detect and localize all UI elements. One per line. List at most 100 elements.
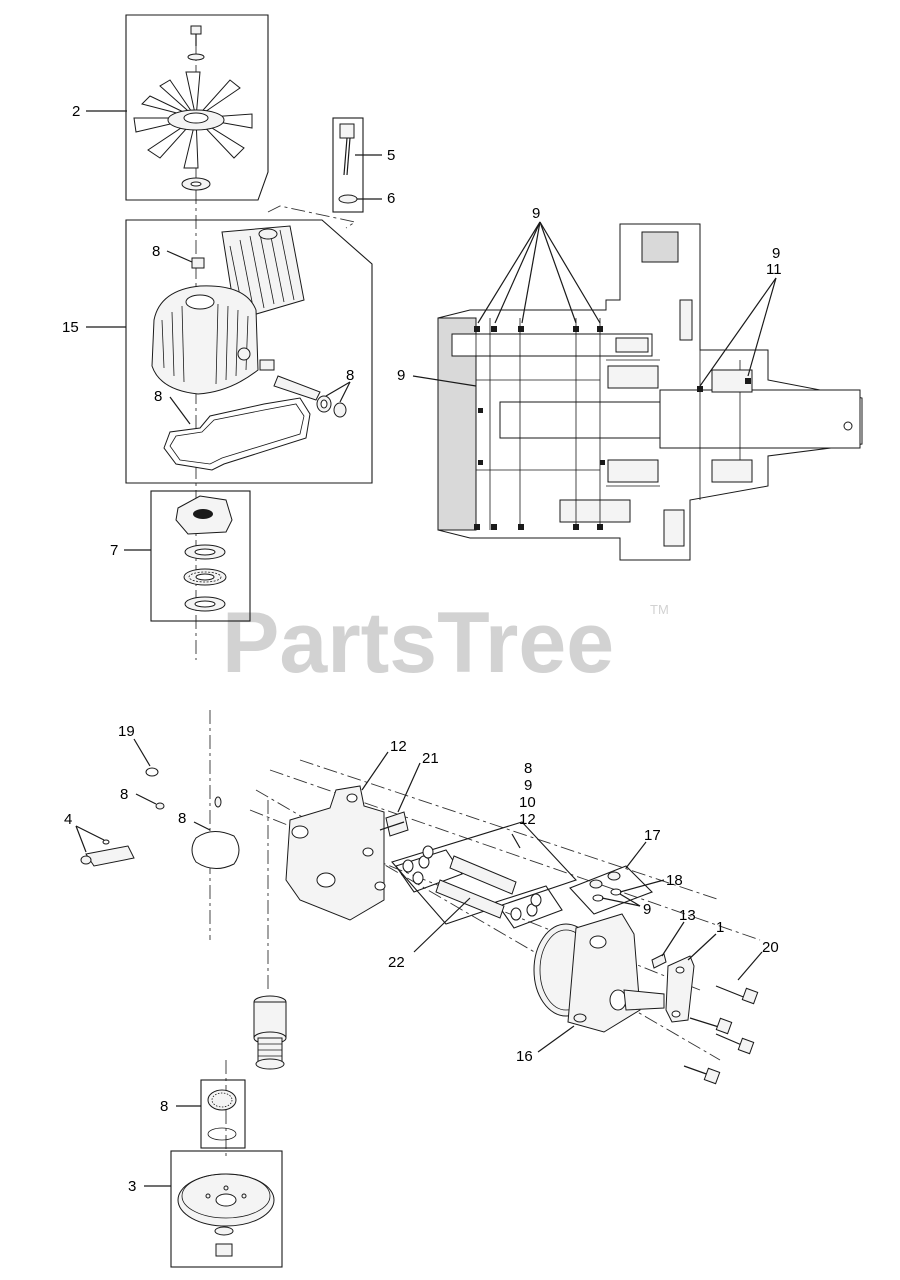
bearing-8-frame [200, 1079, 246, 1149]
pulley-3-group[interactable]: 3 [128, 1150, 283, 1268]
callout-9-charge[interactable]: 9 [643, 901, 651, 918]
fan-assembly-group[interactable]: 2 [72, 14, 269, 201]
housing-dome [151, 285, 259, 395]
housing-nut [191, 257, 205, 269]
control-arm [665, 955, 695, 1023]
bearing-8-group[interactable]: 8 [160, 1079, 246, 1149]
callout-16[interactable]: 16 [516, 1048, 533, 1065]
callout-grp-8[interactable]: 8 [524, 760, 532, 777]
fan-bolt-head [190, 25, 202, 35]
callout-12-center[interactable]: 12 [390, 738, 407, 755]
callout-grp-10[interactable]: 10 [519, 794, 536, 811]
bypass-lever [85, 845, 135, 867]
watermark-trademark: TM [650, 602, 669, 617]
bolt-20-d [683, 1065, 721, 1085]
check-valve-lower [435, 879, 505, 919]
dipstick-cap [339, 123, 355, 139]
center-section-12-group[interactable]: 12 [285, 738, 407, 921]
callout-9-left[interactable]: 9 [397, 367, 405, 384]
callout-2[interactable]: 2 [72, 103, 80, 120]
housing-section-outline [437, 223, 863, 561]
pulley-washer [214, 1226, 234, 1236]
bolts-20-group[interactable]: 20 [683, 939, 779, 1085]
callout-13[interactable]: 13 [679, 907, 696, 924]
control-arm-1-group[interactable]: 1 [665, 919, 724, 1023]
filter-element [253, 995, 287, 1070]
control-shaft [273, 375, 321, 401]
check-valve-22-group[interactable]: 22 [388, 897, 471, 971]
output-shaft [659, 389, 861, 449]
fan-box-frame [125, 14, 269, 201]
dipstick-group[interactable]: 5 6 [332, 117, 395, 213]
callout-11[interactable]: 11 [766, 261, 782, 278]
callout-22[interactable]: 22 [388, 954, 405, 971]
housing-shaft-boss [259, 359, 275, 371]
seal-kit-group[interactable]: 8 9 10 12 [391, 760, 577, 929]
callout-15[interactable]: 15 [62, 319, 79, 336]
o-ring-8-large-group[interactable]: 8 [178, 796, 240, 869]
callout-8-gasket[interactable]: 8 [154, 388, 162, 405]
pump-housing-16-group[interactable]: 16 [516, 913, 665, 1065]
charge-kit-frame [569, 865, 653, 915]
housing-box-frame [125, 219, 373, 484]
callout-19[interactable]: 19 [118, 723, 135, 740]
housing-group[interactable]: 15 8 8 8 [62, 219, 373, 484]
dipstick-box-frame [332, 117, 364, 213]
callout-5[interactable]: 5 [387, 147, 395, 164]
center-section-block [285, 785, 385, 921]
callout-grp-9[interactable]: 9 [524, 777, 532, 794]
dipstick-o-ring [338, 194, 358, 204]
check-valve-upper [449, 855, 517, 895]
callout-3[interactable]: 3 [128, 1178, 136, 1195]
callout-grp-12[interactable]: 12 [519, 811, 536, 828]
housing-gasket [163, 397, 311, 471]
watermark-text: PartsTree [222, 595, 614, 691]
watermark: PartsTree TM [222, 595, 669, 691]
center-shaft [499, 401, 667, 439]
fan-washer [187, 53, 205, 61]
bolt-21-group[interactable]: 21 [379, 750, 439, 837]
callout-20[interactable]: 20 [762, 939, 779, 956]
callout-8-seal[interactable]: 8 [346, 367, 354, 384]
callout-8-nut[interactable]: 8 [152, 243, 160, 260]
cooling-fan [133, 71, 253, 169]
washer-8-small-group[interactable]: 8 [120, 786, 165, 810]
key-13-group[interactable]: 13 [651, 907, 696, 969]
callout-9-seals[interactable]: 9 [532, 205, 540, 222]
callout-1[interactable]: 1 [716, 919, 724, 936]
o-ring-19-group[interactable]: 19 [118, 723, 159, 777]
axis-to-dipstick [267, 205, 357, 229]
bearing-group[interactable]: 7 [110, 490, 251, 622]
callout-8-large[interactable]: 8 [178, 810, 186, 827]
bolt-20-b [689, 1017, 733, 1035]
callout-8-bearing[interactable]: 8 [160, 1098, 168, 1115]
washer-8-small [155, 802, 165, 810]
charge-kit-17-group[interactable]: 17 18 9 [569, 827, 683, 918]
callout-4[interactable]: 4 [64, 811, 72, 828]
callout-9-output[interactable]: 9 [772, 245, 780, 262]
bolt-20-c [715, 1033, 755, 1055]
bearing-box-frame [150, 490, 251, 622]
pulley-box-frame [170, 1150, 283, 1268]
transmission-cross-section[interactable]: 9 9 9 11 [397, 205, 863, 561]
callout-8-small[interactable]: 8 [120, 786, 128, 803]
o-ring-19 [145, 767, 159, 777]
callout-18[interactable]: 18 [666, 872, 683, 889]
upper-shaft [451, 333, 653, 357]
bolt-20-a [715, 985, 759, 1005]
lower-axis-lines [209, 710, 761, 1160]
o-ring-8-large [191, 831, 240, 869]
retaining-ring [207, 1127, 237, 1141]
callout-6[interactable]: 6 [387, 190, 395, 207]
callout-7[interactable]: 7 [110, 542, 118, 559]
pulley-nut [215, 1243, 233, 1257]
callout-17[interactable]: 17 [644, 827, 661, 844]
seal-kit-frame [391, 821, 577, 925]
shaft-key [651, 953, 667, 969]
shaft-washer [333, 402, 347, 418]
callout-21[interactable]: 21 [422, 750, 439, 767]
lever-4-group[interactable]: 4 [64, 811, 135, 867]
input-shaft [623, 989, 665, 1011]
